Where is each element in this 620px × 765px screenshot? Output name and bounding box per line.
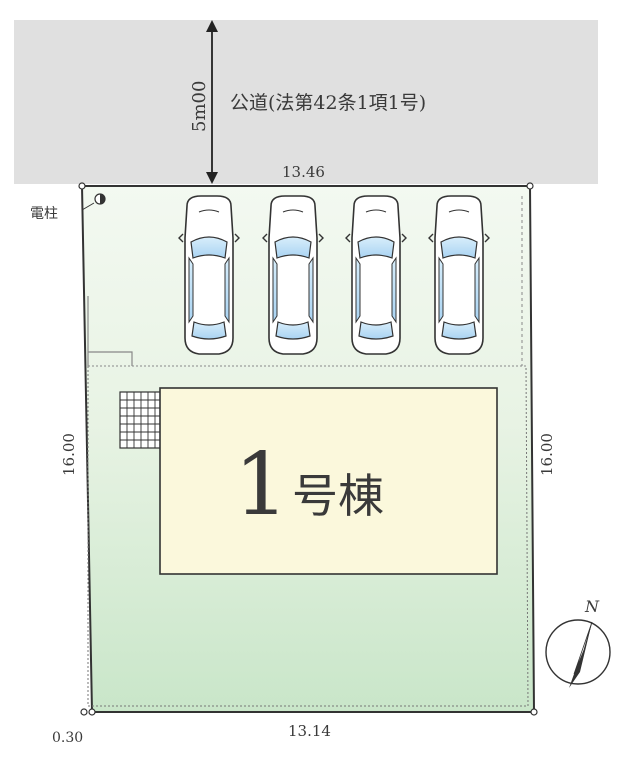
bottom-length-label: 13.14 <box>288 722 331 740</box>
road-label: 公道(法第42条1項1号) <box>230 92 426 114</box>
top-length-label: 13.46 <box>282 163 325 181</box>
entrance-steps <box>119 391 163 449</box>
corner-marker-se <box>530 708 538 716</box>
north-compass-icon <box>545 619 611 688</box>
building-1 <box>159 387 498 575</box>
utility-pole-label: 電柱 <box>30 206 58 222</box>
corner-marker-ne <box>526 182 534 190</box>
arrow-up-icon <box>206 20 218 32</box>
parked-car-4 <box>428 195 490 355</box>
building-number: 1 <box>234 435 289 535</box>
left-depth-label: 16.00 <box>60 433 78 476</box>
public-road <box>14 20 598 184</box>
lot-inner-border <box>87 365 529 707</box>
utility-pole-icon-fill <box>100 194 105 204</box>
utility-pole-leader <box>81 202 95 211</box>
parked-car-3 <box>345 195 407 355</box>
building-suffix: 号棟 <box>292 469 384 523</box>
north-label: N <box>584 597 600 616</box>
corner-marker-sw <box>88 708 96 716</box>
parked-car-2 <box>262 195 324 355</box>
arrow-down-icon <box>206 172 218 184</box>
corner-offset-label: 0.30 <box>52 730 83 746</box>
corner-marker-sw2 <box>80 708 88 716</box>
right-depth-label: 16.00 <box>538 433 556 476</box>
corner-marker-nw <box>78 182 86 190</box>
fence-left <box>87 296 133 366</box>
parked-car-1 <box>178 195 240 355</box>
road-width-label: 5m00 <box>189 81 210 132</box>
